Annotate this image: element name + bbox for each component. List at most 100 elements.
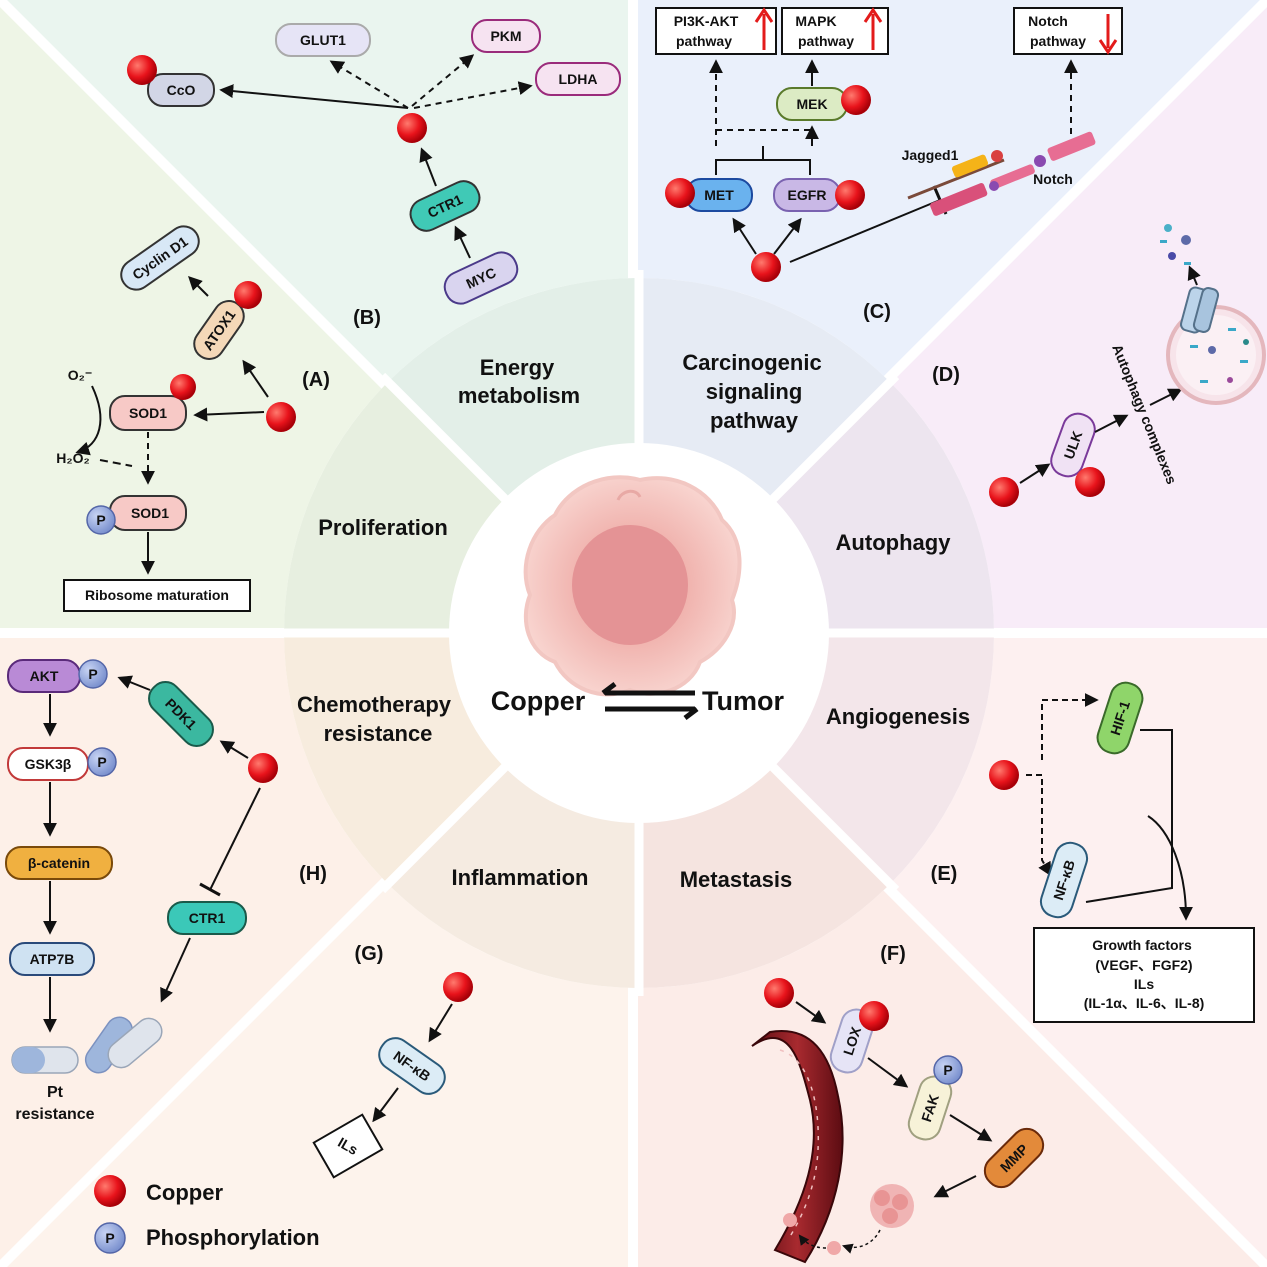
sod1-label: SOD1 xyxy=(129,405,167,421)
cco-node xyxy=(147,73,215,107)
legend-copper-icon xyxy=(94,1175,126,1207)
pt-drug-capsules-icon xyxy=(11,1016,163,1074)
sector-label-chemo-2: resistance xyxy=(324,721,433,746)
legend-copper-label: Copper xyxy=(146,1180,223,1205)
sector-label-energy-1: Energy xyxy=(480,355,555,380)
panel-b: GLUT1 PKM LDHA CcO CTR1 MYC (B) xyxy=(127,19,621,329)
copper-dot xyxy=(841,85,871,115)
beta-catenin-label: β-catenin xyxy=(28,855,90,871)
superoxide-label: O₂⁻ xyxy=(68,367,93,383)
ldha-node xyxy=(535,62,621,96)
ldha-label: LDHA xyxy=(559,71,598,87)
panel-f-label: (F) xyxy=(880,943,906,965)
copper-dot xyxy=(248,753,278,783)
notch-pathway-label-2: pathway xyxy=(1030,33,1086,49)
sod1-phospho-label: SOD1 xyxy=(131,505,169,521)
sector-label-carcinogenic-1: Carcinogenic xyxy=(682,350,821,375)
panel-f: LOX FAK P MMP (F) xyxy=(751,943,1045,1264)
pi3k-box xyxy=(655,7,777,55)
copper-dot xyxy=(764,978,794,1008)
growth-factors-line-1: Growth factors xyxy=(1092,937,1192,953)
pkm-node xyxy=(471,19,541,53)
sector-label-carcinogenic-3: pathway xyxy=(710,408,799,433)
cco-label: CcO xyxy=(167,82,196,98)
molecules-icon xyxy=(1160,224,1191,265)
sector-label-proliferation: Proliferation xyxy=(318,515,448,540)
growth-factors-line-3: ILs xyxy=(1134,976,1154,992)
pkm-label: PKM xyxy=(490,28,521,44)
ctr1-node-h xyxy=(167,901,247,935)
ctr1-h-label: CTR1 xyxy=(189,910,226,926)
panel-b-label: (B) xyxy=(353,307,381,329)
phospho-label: P xyxy=(96,512,105,528)
beta-catenin-node xyxy=(5,846,113,880)
gsk3b-label: GSK3β xyxy=(25,756,72,772)
notch-receptor-icon xyxy=(930,131,1096,216)
ctr1-node: CTR1 xyxy=(409,180,481,232)
legend-phosphorylation-icon xyxy=(94,1222,126,1254)
sector-label-angiogenesis: Angiogenesis xyxy=(826,704,970,729)
h2o2-label: H₂O₂ xyxy=(56,450,89,466)
phospho-label: P xyxy=(97,754,106,770)
ribosome-label: Ribosome maturation xyxy=(85,587,229,603)
panel-h-label: (H) xyxy=(299,863,327,885)
notch-pathway-label-1: Notch xyxy=(1028,13,1068,29)
copper-dot xyxy=(127,55,157,85)
sector-label-carcinogenic-2: signaling xyxy=(706,379,803,404)
copper-dot xyxy=(859,1001,889,1031)
mek-label: MEK xyxy=(796,96,827,112)
legend-phosphorylation-letter: P xyxy=(105,1230,114,1246)
panel-a-label: (A) xyxy=(302,369,330,391)
sod1-node xyxy=(109,395,187,431)
sector-label-chemo-1: Chemotherapy xyxy=(297,692,452,717)
myc-node: MYC xyxy=(443,251,519,305)
migrating-cell-icon xyxy=(827,1241,841,1255)
met-label: MET xyxy=(704,187,734,203)
glut1-node xyxy=(275,23,371,57)
up-arrow-icon xyxy=(754,7,774,50)
ils-box-g: ILs xyxy=(312,1113,384,1179)
phosphorylation-badge xyxy=(87,747,117,777)
phospho-label: P xyxy=(943,1062,952,1078)
jagged1-receptor-icon xyxy=(907,150,1005,200)
copper-dot xyxy=(751,252,781,282)
tumor-cell-icon xyxy=(523,475,742,697)
sector-label-energy-2: metabolism xyxy=(458,383,580,408)
copper-dot xyxy=(234,281,262,309)
pt-resistance-label-2: resistance xyxy=(15,1106,94,1123)
ulk-node: ULK xyxy=(1050,412,1096,478)
sector-label-autophagy: Autophagy xyxy=(836,530,952,555)
sector-label-inflammation: Inflammation xyxy=(452,865,589,890)
legend: Copper P Phosphorylation xyxy=(94,1175,320,1254)
panel-g-label: (G) xyxy=(355,943,384,965)
growth-factors-line-2: (VEGF、FGF2) xyxy=(1095,957,1192,973)
tumor-cluster-icon xyxy=(870,1184,914,1228)
akt-label: AKT xyxy=(30,668,59,684)
copper-dot xyxy=(989,760,1019,790)
hif1-node: HIF-1 xyxy=(1096,681,1144,755)
notch-label: Notch xyxy=(1033,171,1073,187)
copper-dot xyxy=(397,113,427,143)
pt-resistance-label-1: Pt xyxy=(47,1084,64,1101)
sector-label-metastasis: Metastasis xyxy=(680,867,793,892)
phosphorylation-badge xyxy=(86,505,116,535)
center-label-copper: Copper xyxy=(491,686,586,716)
jagged1-label: Jagged1 xyxy=(902,147,959,163)
fak-node: FAK xyxy=(907,1075,953,1141)
up-arrow-icon xyxy=(863,7,883,50)
phospho-label: P xyxy=(88,666,97,682)
copper-dot xyxy=(989,477,1019,507)
atp7b-label: ATP7B xyxy=(30,951,75,967)
egfr-label: EGFR xyxy=(788,187,827,203)
pi3k-label-2: pathway xyxy=(676,33,732,49)
growth-factors-box xyxy=(1033,927,1255,1023)
mapk-label-2: pathway xyxy=(798,33,854,49)
center-label-tumor: Tumor xyxy=(702,686,784,716)
migrating-cell-icon xyxy=(783,1213,797,1227)
copper-dot xyxy=(170,374,196,400)
copper-dot xyxy=(266,402,296,432)
pi3k-label-1: PI3K-AKT xyxy=(674,13,739,29)
panel-a: Cyclin D1 ATOX1 SOD1 O₂⁻ H₂O₂ SOD1 P Rib… xyxy=(56,225,330,612)
nfkb-node-e: NF-κB xyxy=(1039,841,1089,919)
